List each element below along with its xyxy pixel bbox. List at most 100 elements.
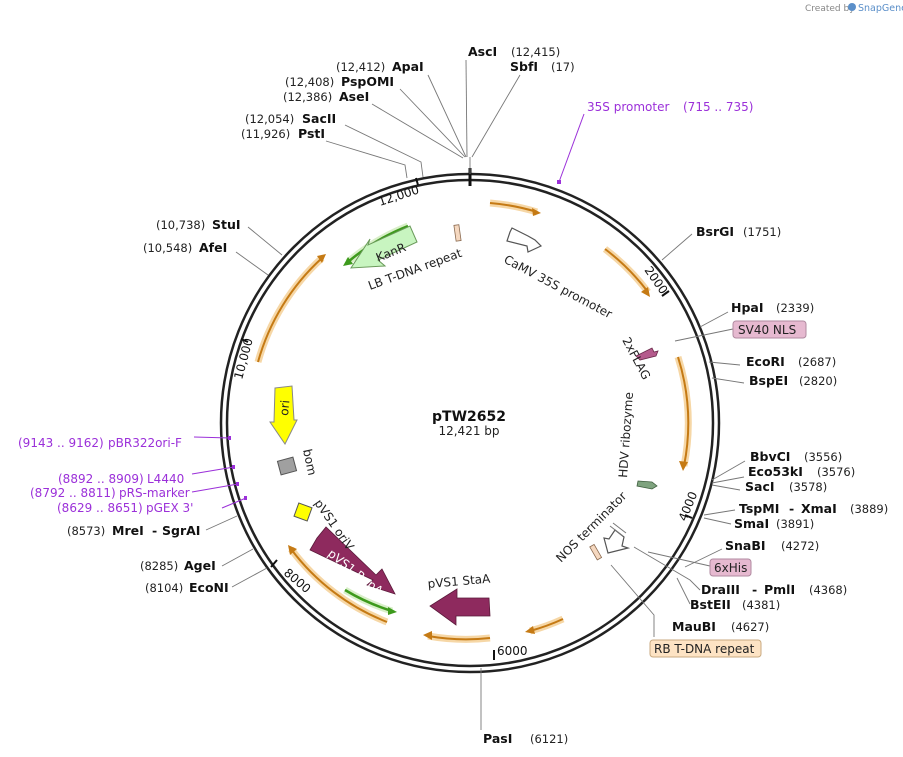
site-saci-pos: (3578) bbox=[789, 480, 827, 494]
hdv-ribozyme-label: HDV ribozyme bbox=[616, 392, 636, 479]
site-ecori-pos: (2687) bbox=[798, 355, 836, 369]
kanr-arrow bbox=[350, 225, 418, 269]
sv40-leader bbox=[674, 328, 734, 342]
leader-hpai bbox=[699, 311, 729, 328]
site-afei-pos: (10,548) bbox=[143, 241, 192, 255]
primer-pbr322-name: pBR322ori-F bbox=[108, 436, 182, 450]
site-mrei-name: MreI bbox=[112, 523, 144, 538]
feature-glyphs: KanR pVS1 RepA ori bbox=[269, 224, 659, 626]
pvs1-oriv-glyph bbox=[293, 502, 313, 522]
leader-snabi bbox=[684, 548, 723, 568]
site-stui-name: StuI bbox=[212, 217, 241, 232]
leader-mrei bbox=[205, 515, 238, 531]
site-eco53ki-name: Eco53kI bbox=[748, 464, 803, 479]
rb-repeat-glyph bbox=[589, 543, 603, 561]
leader-sacii bbox=[344, 124, 424, 178]
site-asci-pos: (12,415) bbox=[511, 45, 560, 59]
site-bspei-name: BspEI bbox=[749, 373, 788, 388]
pvs1-repa-arrow bbox=[309, 526, 396, 595]
primer-leader-l4440 bbox=[191, 466, 235, 475]
boxed-features: SV40 NLS 6xHis RB T-DNA repeat bbox=[647, 320, 807, 658]
lb-repeat-glyph bbox=[453, 224, 462, 242]
primer-leader-pbr322 bbox=[193, 436, 231, 439]
bom-label: bom bbox=[300, 448, 319, 477]
primer-mark-pgex bbox=[244, 496, 247, 500]
site-pspomi-pos: (12,408) bbox=[285, 75, 334, 89]
site-ecori-name: EcoRI bbox=[746, 354, 785, 369]
leader-asci bbox=[465, 59, 468, 158]
site-bspei-pos: (2820) bbox=[799, 374, 837, 388]
leader-bbvci bbox=[711, 460, 746, 481]
site-asei-pos: (12,386) bbox=[283, 90, 332, 104]
orf-arc-3 bbox=[677, 356, 690, 467]
credit-brand: SnapGene bbox=[858, 3, 903, 14]
primer-mark-prs bbox=[236, 482, 239, 486]
green-arc-2-head bbox=[388, 607, 397, 615]
site-tspmi-dash: - bbox=[789, 501, 794, 516]
orf-arc-1-head bbox=[532, 208, 541, 216]
primer-labels: 35S promoter (715 .. 735) (9143 .. 9162)… bbox=[18, 100, 753, 515]
tick-12000 bbox=[415, 177, 419, 186]
rb-repeat-mark-1 bbox=[612, 522, 627, 534]
site-agei-name: AgeI bbox=[184, 558, 216, 573]
primer-35s-range: (715 .. 735) bbox=[683, 100, 753, 114]
sv40-nls-box bbox=[732, 320, 807, 339]
primer-mark-l4440 bbox=[232, 465, 235, 469]
site-bsrgi-pos: (1751) bbox=[743, 225, 781, 239]
site-sacii-pos: (12,054) bbox=[245, 112, 294, 126]
primer-l4440-name: L4440 bbox=[147, 472, 184, 486]
orf-arc-7-glow bbox=[254, 255, 325, 363]
hdv-ribozyme-glyph bbox=[636, 480, 658, 490]
leader-draiii bbox=[633, 546, 701, 591]
primer-35s-name: 35S promoter bbox=[587, 100, 669, 114]
plasmid-title: pTW2652 12,421 bp bbox=[432, 409, 506, 438]
site-leader-lines bbox=[205, 59, 746, 730]
leader-tspmi bbox=[703, 509, 736, 516]
site-saci-name: SacI bbox=[745, 479, 775, 494]
leader-agei bbox=[221, 548, 254, 567]
plasmid-name: pTW2652 bbox=[432, 409, 506, 425]
orf-arc-4-head bbox=[525, 626, 535, 634]
snapgene-credit: Created by SnapGene bbox=[805, 3, 903, 14]
orf-arcs bbox=[254, 199, 692, 643]
primer-marks bbox=[228, 180, 561, 500]
leader-afei bbox=[235, 251, 269, 276]
site-hpai-pos: (2339) bbox=[776, 301, 814, 315]
leader-asei bbox=[371, 103, 464, 159]
site-psti-pos: (11,926) bbox=[241, 127, 290, 141]
leader-eco53ki bbox=[711, 476, 745, 484]
site-sbfi-pos: (17) bbox=[551, 60, 575, 74]
primer-leader-35s bbox=[558, 113, 585, 183]
site-bbvci-name: BbvCI bbox=[750, 449, 790, 464]
orf-arc-7 bbox=[257, 257, 323, 363]
leader-stui bbox=[247, 226, 283, 256]
leader-ecori bbox=[708, 361, 741, 366]
site-smai-pos: (3891) bbox=[776, 517, 814, 531]
rb-repeat-mark-2 bbox=[609, 525, 624, 537]
tick-2000 bbox=[661, 290, 670, 297]
6xhis-leader bbox=[647, 551, 711, 567]
site-snabi-pos: (4272) bbox=[781, 539, 819, 553]
leader-smai bbox=[703, 517, 732, 525]
snapgene-logo-icon bbox=[848, 3, 856, 11]
leader-bsteii bbox=[676, 577, 691, 605]
orf-arc-2-glow bbox=[602, 246, 651, 295]
primer-leader-pgex bbox=[221, 497, 247, 509]
site-draiii-dash: - bbox=[752, 582, 757, 597]
site-apai-pos: (12,412) bbox=[336, 60, 385, 74]
primer-leader-lines bbox=[191, 113, 585, 509]
primer-prs-name: pRS-marker bbox=[119, 486, 190, 500]
site-maubi-name: MauBI bbox=[672, 619, 716, 634]
primer-prs-range: (8792 .. 8811) bbox=[30, 486, 116, 500]
primer-pgex-range: (8629 .. 8651) bbox=[57, 501, 143, 515]
site-draiii-name: DraIII bbox=[701, 582, 740, 597]
primer-mark-35s bbox=[557, 180, 561, 184]
site-hpai-name: HpaI bbox=[731, 300, 764, 315]
2xflag-label: 2xFLAG bbox=[619, 335, 653, 382]
site-agei-pos: (8285) bbox=[140, 559, 178, 573]
2xflag-glyph bbox=[635, 347, 659, 361]
green-arc-1-head bbox=[343, 257, 353, 266]
site-tspmi-pos: (3889) bbox=[850, 502, 888, 516]
tick-10000 bbox=[240, 338, 249, 343]
site-sacii-name: SacII bbox=[302, 111, 336, 126]
